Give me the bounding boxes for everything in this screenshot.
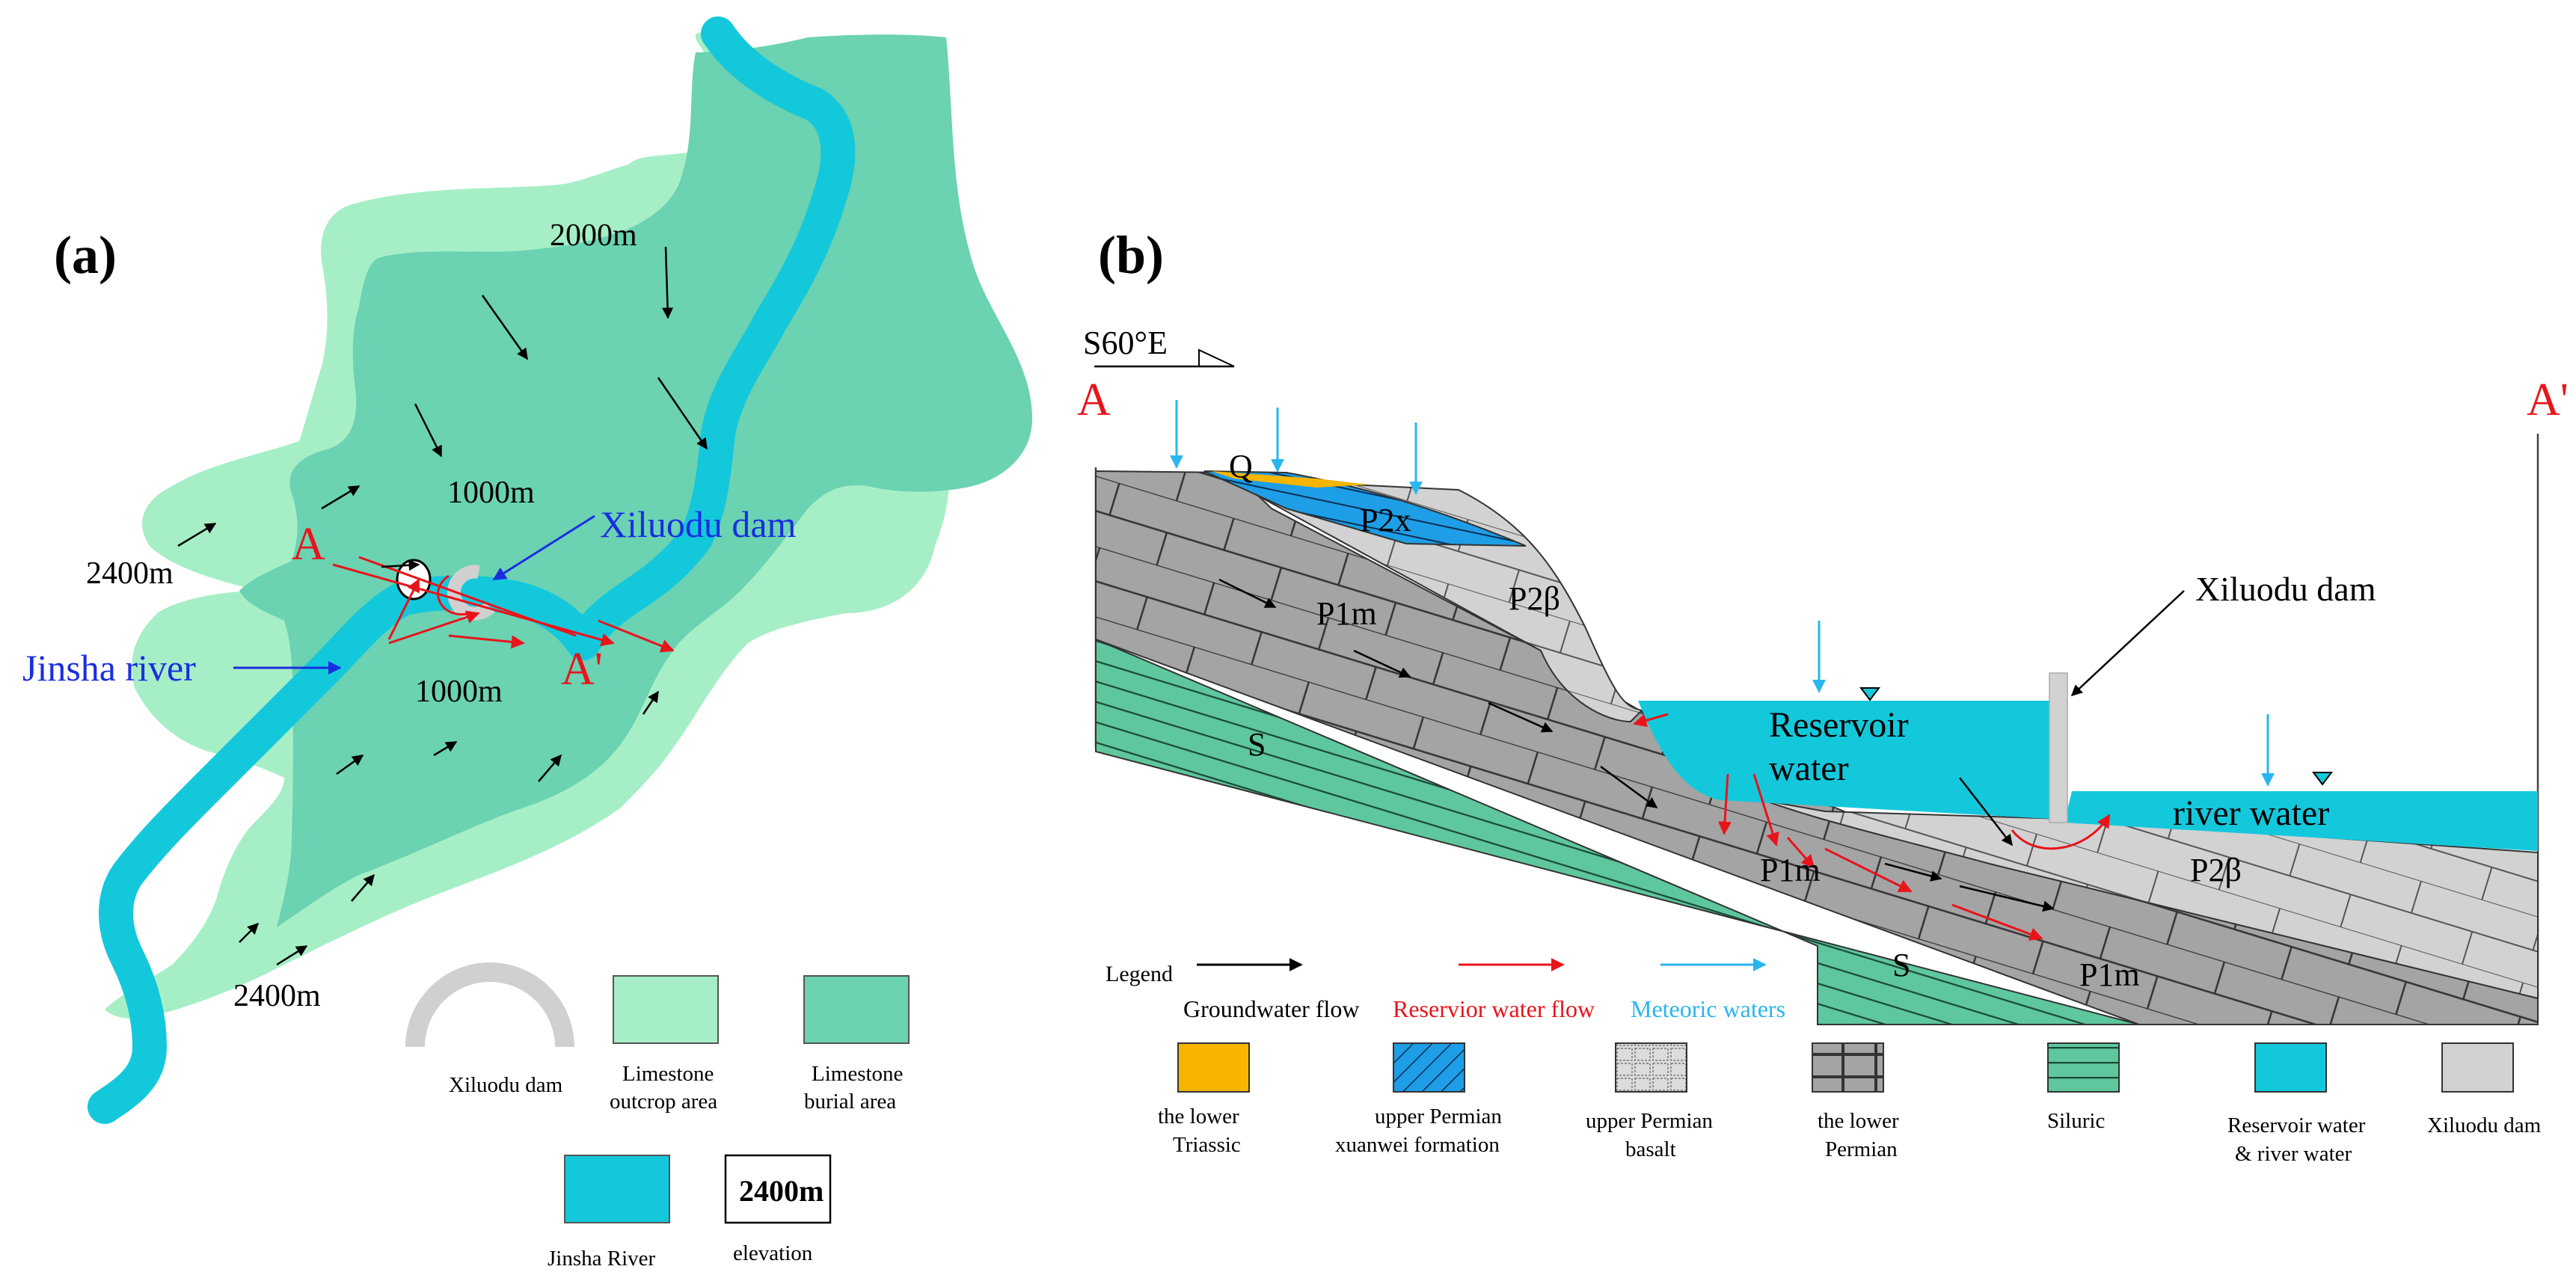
legend-triassic-line2: Triassic bbox=[1173, 1133, 1241, 1157]
legend-siluric-swatch bbox=[2047, 1042, 2120, 1093]
reservoir-water bbox=[1638, 701, 2049, 819]
legend-water-line1: Reservoir water bbox=[2227, 1113, 2366, 1137]
section-a-arrows bbox=[332, 556, 675, 653]
legend-river-swatch bbox=[564, 1155, 670, 1223]
section-start-label-a: A bbox=[292, 519, 325, 570]
river-label-a: Jinsha river bbox=[22, 647, 196, 689]
meteoric-legend-label: Meteoric waters bbox=[1631, 995, 1785, 1022]
lithology-legend: the lower Triassic upper Permian xuanwei… bbox=[1158, 1042, 2542, 1166]
flow-legend: Legend Groundwater flow Reservior water … bbox=[1105, 958, 1785, 1022]
legend-elevation-swatch bbox=[724, 1154, 832, 1224]
meteoric-arrows bbox=[1170, 400, 2275, 787]
river-water-label: river water bbox=[2173, 793, 2329, 833]
legend-dam-swatch bbox=[2441, 1042, 2514, 1093]
dam-label-b: Xiluodu dam bbox=[2195, 570, 2376, 608]
legend-lower-permian-line1: the lower bbox=[1818, 1109, 1899, 1133]
river-level-marker bbox=[2312, 772, 2333, 786]
panel-b: (b) S60°E A A' bbox=[1077, 225, 2569, 1166]
legend-basalt-swatch bbox=[1615, 1042, 1687, 1093]
panel-b-label: (b) bbox=[1098, 225, 1164, 285]
legend-lower-permian-swatch bbox=[1812, 1042, 1884, 1093]
jinsha-river bbox=[88, 16, 856, 1124]
legend-elevation-sample: 2400m bbox=[739, 1174, 824, 1208]
legend-burial-swatch bbox=[803, 975, 910, 1044]
legend-lower-permian-line2: Permian bbox=[1825, 1137, 1898, 1161]
unit-s-upper-label: S bbox=[1248, 726, 1266, 763]
legend-basalt-line1: upper Permian bbox=[1586, 1109, 1713, 1133]
legend-triassic-line1: the lower bbox=[1158, 1105, 1239, 1128]
siluric-layer bbox=[1095, 638, 2140, 1025]
groundwater-arrows-b bbox=[1218, 578, 2055, 912]
panel-a-label: (a) bbox=[54, 225, 117, 285]
legend-burial-line2: burial area bbox=[804, 1090, 896, 1113]
groundwater-legend-label: Groundwater flow bbox=[1183, 995, 1359, 1022]
unit-p2x-label: P2x bbox=[1360, 502, 1411, 538]
legend-outcrop-line1: Limestone bbox=[622, 1062, 714, 1086]
legend-elevation-label: elevation bbox=[733, 1241, 813, 1265]
unit-p1m-upper-label: P1m bbox=[1316, 595, 1377, 632]
legend-outcrop-line2: outcrop area bbox=[610, 1090, 717, 1113]
section-end-label-b: A' bbox=[2527, 375, 2569, 426]
panel-a: (a) bbox=[22, 16, 1032, 1271]
dam-label-pointer-b bbox=[2070, 590, 2185, 697]
reservoir-flow-arrows bbox=[1633, 713, 2111, 941]
orientation-label: S60°E bbox=[1083, 325, 1168, 361]
legend-xuanwei-line1: upper Permian bbox=[1375, 1105, 1502, 1128]
orientation-arrowhead bbox=[1198, 348, 1235, 367]
triassic-layer bbox=[1212, 471, 1369, 488]
river-water bbox=[2064, 791, 2538, 851]
elevation-label-1000-lower: 1000m bbox=[415, 675, 503, 709]
legend-river-label: Jinsha River bbox=[548, 1247, 656, 1271]
legend-burial-line1: Limestone bbox=[812, 1062, 903, 1086]
legend-siluric-label: Siluric bbox=[2047, 1109, 2105, 1133]
legend-triassic-swatch bbox=[1177, 1042, 1250, 1093]
dam-label-a: Xiluodu dam bbox=[600, 503, 797, 545]
unit-p2b-left-label: P2β bbox=[1509, 580, 1560, 617]
xuanwei-formation-layer bbox=[1203, 470, 1527, 547]
unit-s-lower-label: S bbox=[1892, 947, 1910, 983]
legend-water-swatch bbox=[2254, 1042, 2327, 1093]
limestone-burial-area bbox=[239, 34, 1032, 927]
legend-dam-label-b: Xiluodu dam bbox=[2427, 1113, 2542, 1137]
elevation-label-2400-bottom: 2400m bbox=[233, 979, 321, 1013]
legend-a: Xiluodu dam Limestone outcrop area Limes… bbox=[405, 962, 910, 1271]
legend-xuanwei-swatch bbox=[1393, 1042, 1465, 1093]
elevation-label-1000-upper: 1000m bbox=[447, 476, 535, 510]
legend-dam-icon bbox=[405, 962, 574, 1048]
legend-outcrop-swatch bbox=[613, 975, 719, 1044]
legend-xuanwei-line2: xuanwei formation bbox=[1335, 1133, 1500, 1157]
unit-p1m-mid-label: P1m bbox=[1760, 852, 1821, 888]
legend-water-line2: & river water bbox=[2235, 1142, 2352, 1166]
reservoir-label-line1: Reservoir bbox=[1769, 705, 1909, 745]
dam-label-pointer bbox=[492, 514, 595, 581]
section-start-label-b: A bbox=[1077, 375, 1111, 426]
xiluodu-dam-section bbox=[2049, 672, 2068, 823]
elevation-label-2400-left: 2400m bbox=[86, 556, 174, 591]
legend-basalt-line2: basalt bbox=[1625, 1137, 1676, 1161]
reservoir-label-line2: water bbox=[1769, 749, 1849, 788]
reservoir-legend-label: Reservior water flow bbox=[1393, 995, 1595, 1022]
section-end-label-a: A' bbox=[561, 644, 603, 695]
unit-p1m-lower-label: P1m bbox=[2079, 956, 2140, 993]
elevation-label-2000: 2000m bbox=[550, 218, 637, 253]
unit-p2b-right-label: P2β bbox=[2190, 852, 2242, 888]
legend-dam-label: Xiluodu dam bbox=[449, 1073, 563, 1097]
flow-legend-title: Legend bbox=[1105, 962, 1173, 986]
groundwater-arrows-a bbox=[177, 246, 708, 966]
reservoir-level-marker bbox=[1859, 687, 1880, 701]
unit-q-label: Q bbox=[1229, 448, 1253, 485]
